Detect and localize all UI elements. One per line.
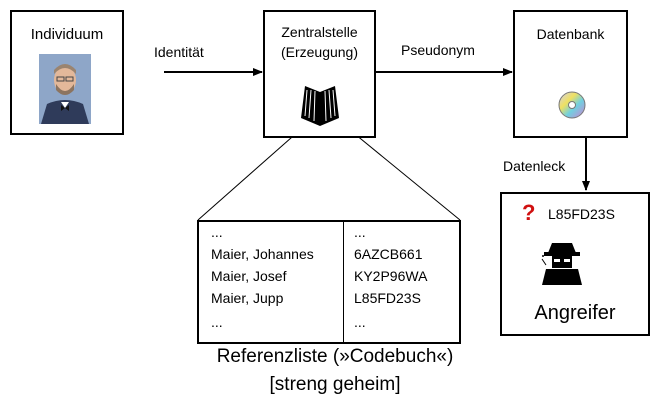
code-entry: 6AZCB661	[354, 246, 423, 262]
person-photo-icon	[39, 54, 91, 124]
spy-icon	[540, 239, 584, 285]
name-entry: ...	[211, 224, 223, 240]
referenzliste-divider	[343, 222, 344, 342]
angreifer-box: ? L85FD23S Angreifer	[500, 192, 650, 336]
zoom-line-right	[349, 129, 461, 221]
name-entry: Maier, Johannes	[211, 246, 314, 262]
edge-label-datenleck: Datenleck	[503, 158, 566, 174]
edge-label-pseudonym: Pseudonym	[401, 42, 475, 58]
datenbank-label: Datenbank	[536, 26, 605, 42]
code-entry: L85FD23S	[354, 290, 421, 306]
code-entry: ...	[354, 224, 366, 240]
zentralstelle-label-line2: (Erzeugung)	[280, 44, 359, 60]
angreifer-label: Angreifer	[534, 302, 616, 324]
question-mark-icon: ?	[522, 200, 536, 225]
name-entry: Maier, Jupp	[211, 290, 284, 306]
individuum-label: Individuum	[30, 26, 104, 43]
datenbank-box: Datenbank	[513, 10, 628, 138]
zentralstelle-box: Zentralstelle (Erzeugung)	[263, 10, 376, 138]
edge-label-identitaet: Identität	[154, 44, 204, 60]
referenzliste-caption-line1: Referenzliste (»Codebuch«)	[216, 346, 454, 367]
zentralstelle-label-line1: Zentralstelle	[281, 24, 358, 40]
referenzliste-caption-line2: [streng geheim]	[269, 374, 401, 395]
individuum-box: Individuum	[10, 10, 124, 135]
name-entry: Maier, Josef	[211, 268, 287, 284]
angreifer-pseudonym: L85FD23S	[548, 206, 615, 222]
cd-disc-icon	[557, 90, 587, 120]
book-icon	[297, 84, 343, 128]
referenzliste-box: ... Maier, Johannes Maier, Josef Maier, …	[197, 220, 461, 344]
zoom-line-left	[197, 129, 301, 221]
code-entry: KY2P96WA	[354, 268, 428, 284]
code-entry: ...	[354, 314, 366, 330]
name-entry: ...	[211, 314, 223, 330]
